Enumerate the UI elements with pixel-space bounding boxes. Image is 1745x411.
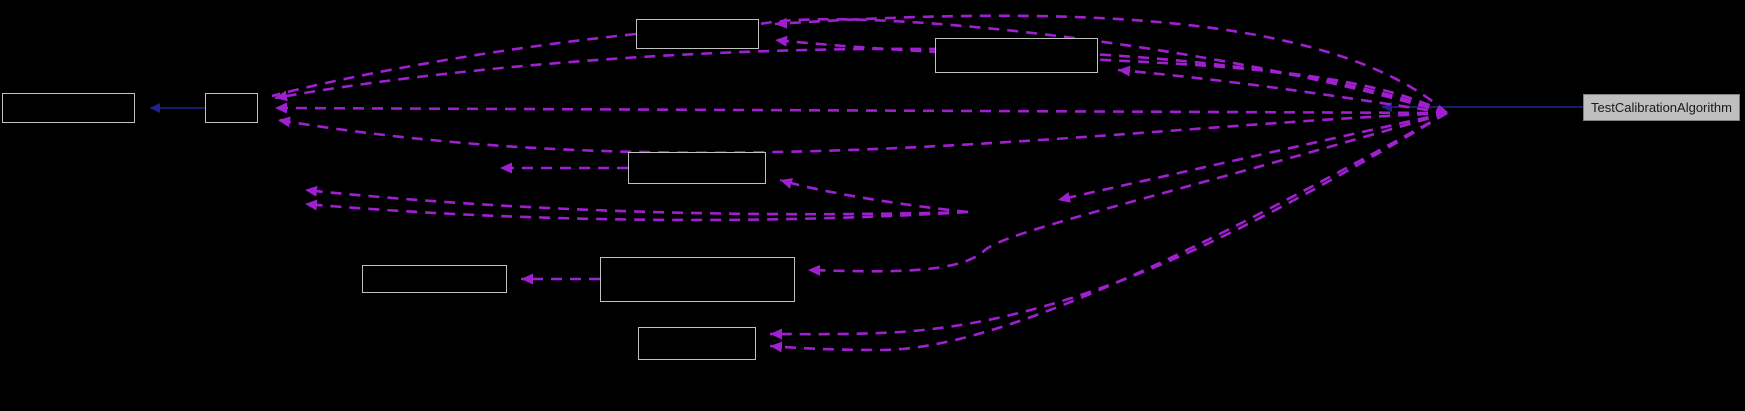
graph-node-1[interactable]	[205, 93, 258, 123]
reference-edge-2	[274, 47, 1448, 115]
reference-edge-11	[304, 185, 969, 216]
reference-edge-17	[769, 111, 1448, 353]
reference-edge-1	[759, 17, 1448, 115]
reference-edge-12	[304, 199, 969, 222]
reference-edge-10	[779, 178, 969, 214]
graph-node-5[interactable]	[362, 265, 507, 293]
graph-node-4[interactable]	[628, 152, 766, 184]
graph-node-2[interactable]	[636, 19, 759, 49]
reference-edge-3	[274, 102, 1448, 115]
graph-node-0[interactable]	[2, 93, 135, 123]
reference-edge-7	[271, 32, 637, 98]
reference-edge-6	[774, 35, 1448, 115]
reference-edge-13	[1057, 111, 1448, 203]
graph-node-3[interactable]	[935, 38, 1098, 73]
reference-edge-5	[774, 14, 1448, 114]
inheritance-edges	[150, 102, 1583, 113]
reference-edge-4	[277, 111, 1448, 154]
graph-node-label: TestCalibrationAlgorithm	[1591, 100, 1732, 115]
reference-edge-8	[1117, 65, 1448, 115]
reference-edge-16	[769, 111, 1448, 340]
graph-node-test-calibration-algorithm[interactable]: TestCalibrationAlgorithm	[1583, 94, 1740, 121]
graph-node-6[interactable]	[600, 257, 795, 302]
reference-edge-14	[807, 111, 1448, 276]
reference-edges	[271, 14, 1448, 353]
graph-node-7[interactable]	[638, 327, 756, 360]
